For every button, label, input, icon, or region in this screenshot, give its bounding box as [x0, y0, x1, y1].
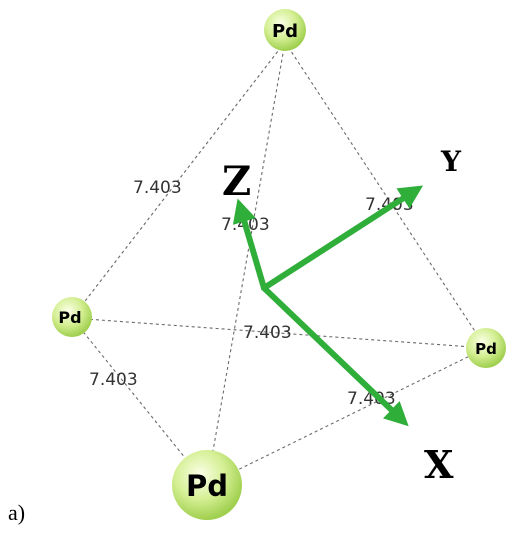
- atom-pd-left: Pd: [52, 297, 92, 337]
- atom-pd-bottom: Pd: [172, 450, 242, 520]
- panel-label: a): [8, 500, 25, 525]
- atom-pd-right-label: Pd: [475, 340, 497, 358]
- atom-pd-bottom-label: Pd: [186, 469, 228, 503]
- x-axis-arrow: [261, 285, 409, 427]
- distance-label-top-left: 7.403: [133, 178, 182, 198]
- coordinate-axes: Z Y X: [222, 145, 462, 487]
- bond-top-bottom: [206, 41, 286, 486]
- y-axis-label: Y: [440, 145, 462, 178]
- distance-label-left-bottom: 7.403: [89, 370, 138, 390]
- bond-top-right: [284, 41, 487, 349]
- distance-label-left-right: 7.403: [243, 323, 292, 343]
- atom-pd-left-label: Pd: [58, 308, 81, 327]
- bond-top-left: [71, 41, 286, 319]
- x-axis-label: X: [424, 442, 454, 487]
- z-axis-arrow: [232, 198, 267, 291]
- atom-pd-top-label: Pd: [272, 21, 298, 42]
- distance-labels: 7.403 7.403 7.403 7.403 7.403 7.403: [89, 178, 414, 409]
- bond-bottom-right: [206, 347, 487, 486]
- y-axis-arrow: [261, 185, 424, 291]
- atom-pd-right: Pd: [466, 328, 506, 368]
- atom-pd-top: Pd: [264, 9, 306, 51]
- z-axis-label: Z: [222, 158, 251, 205]
- bonds: [71, 41, 487, 486]
